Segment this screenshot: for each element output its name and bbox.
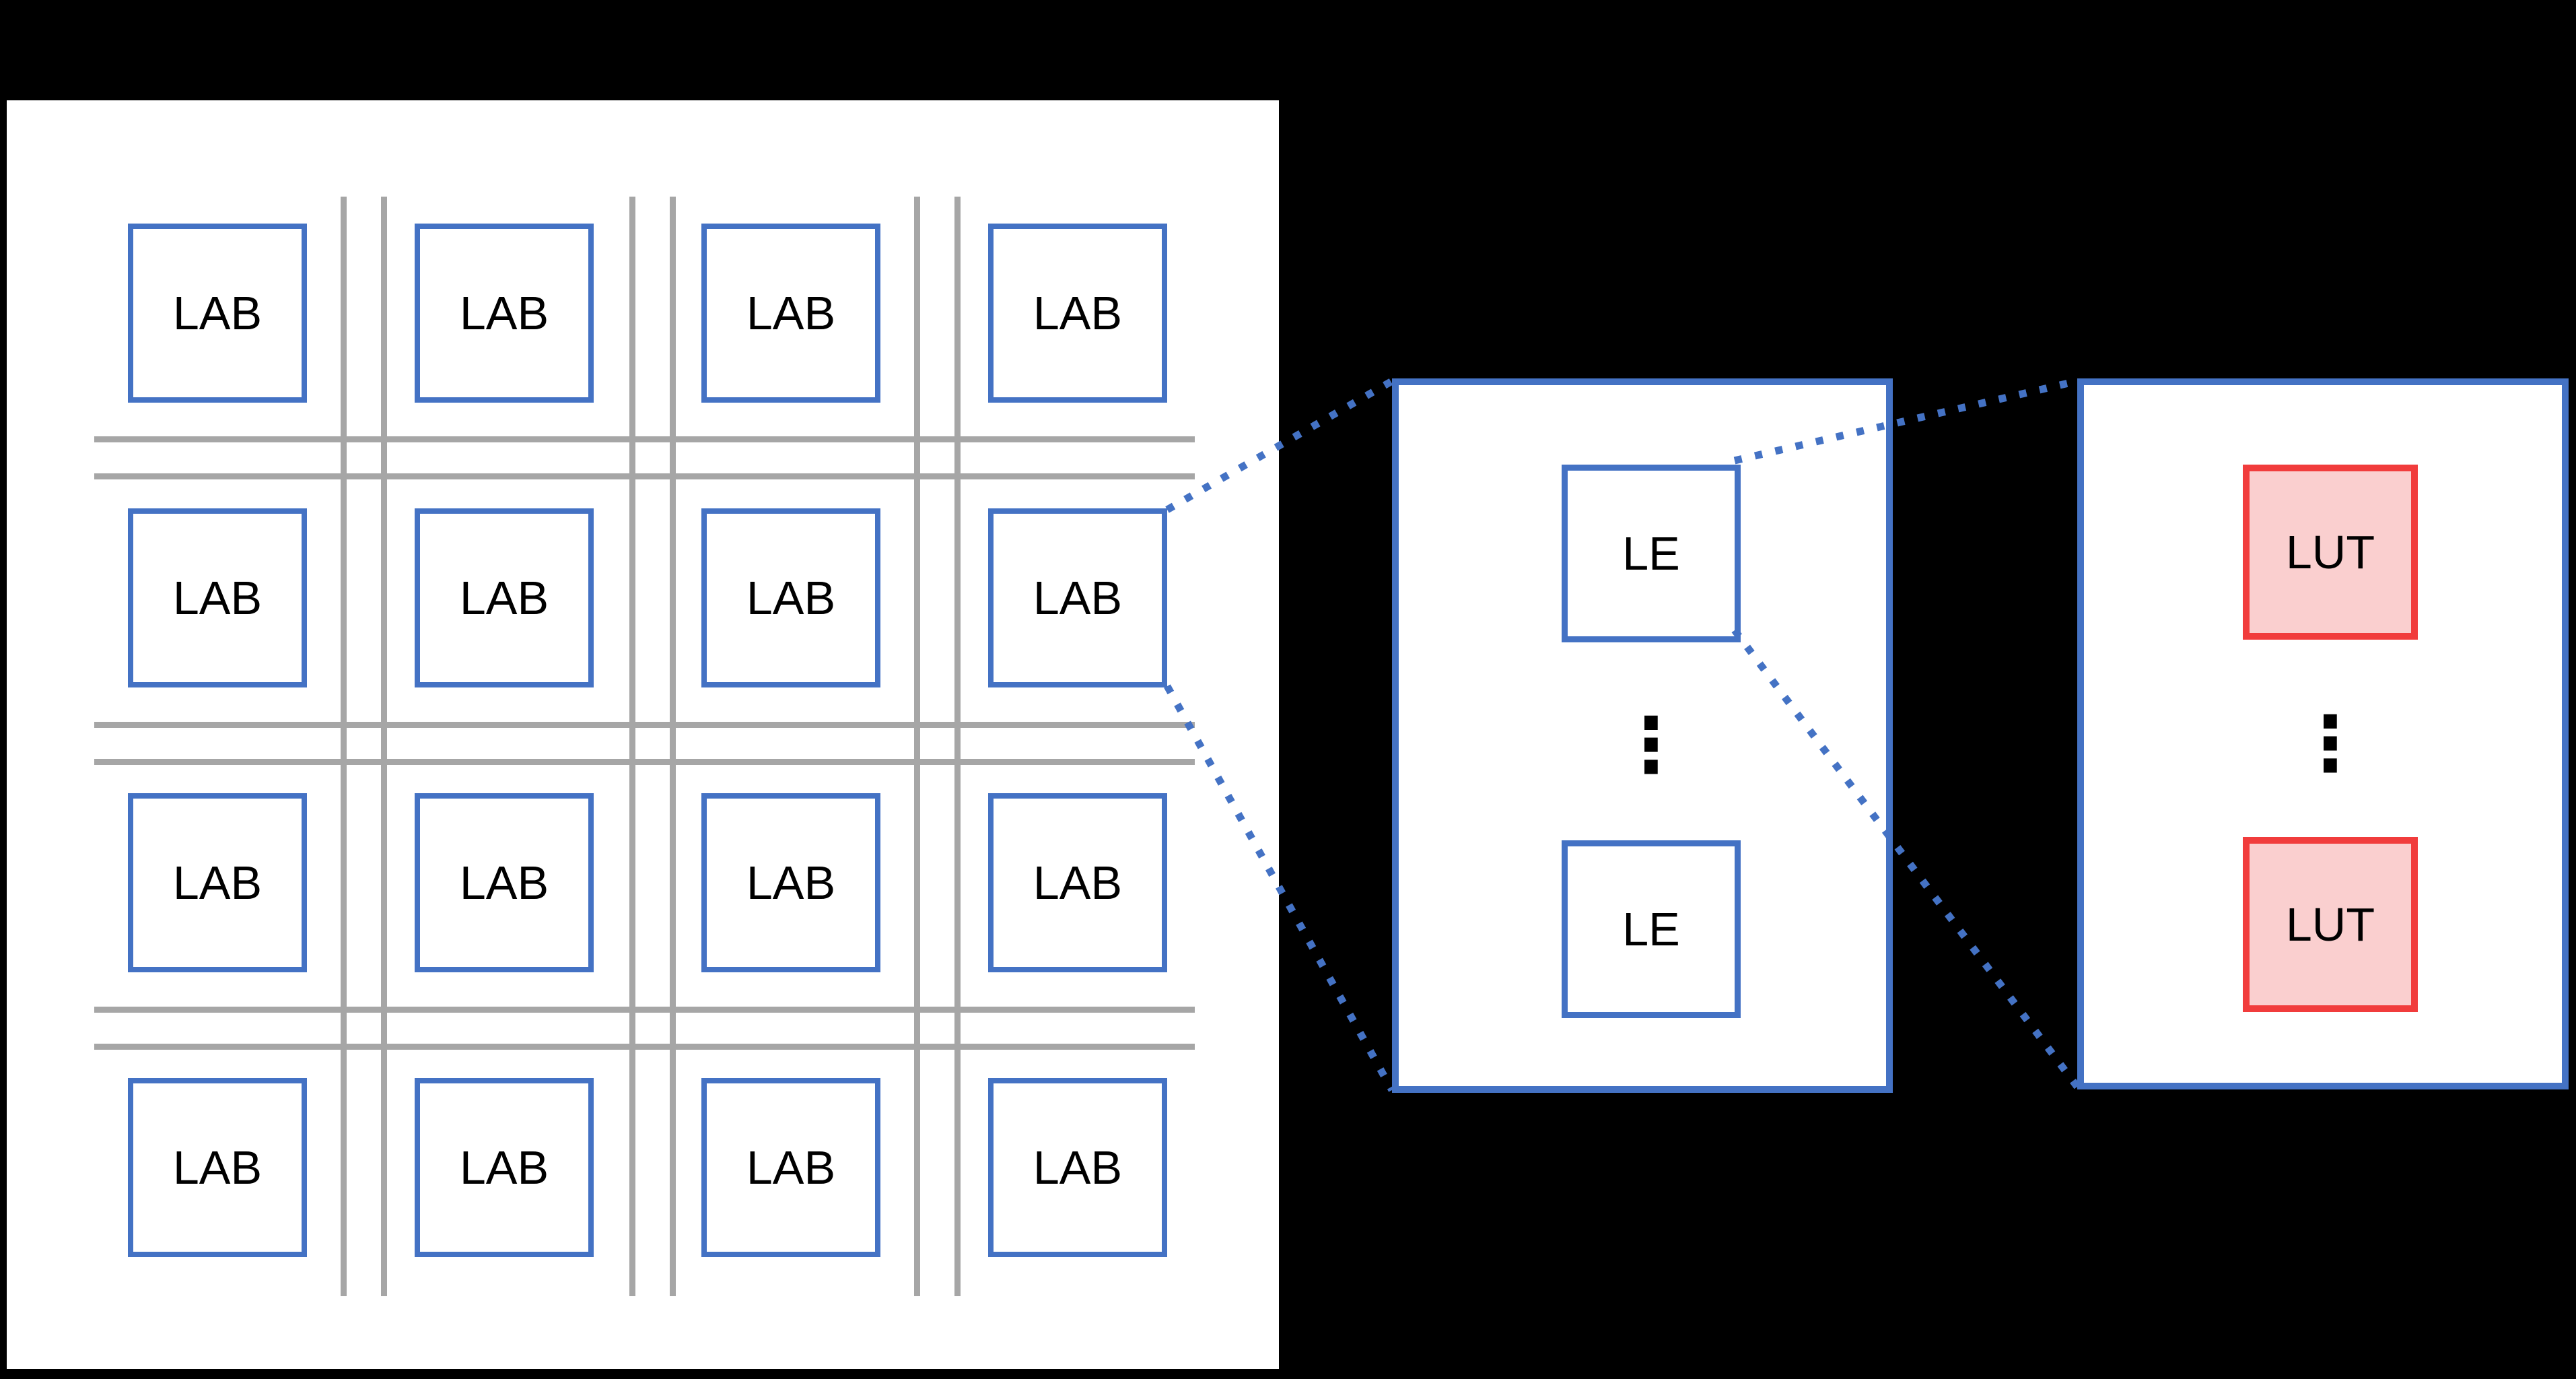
- lut-label: LUT: [2285, 526, 2375, 578]
- routing-channel-horizontal-line: [94, 759, 1195, 765]
- vertical-ellipsis-icon: ⋮: [1562, 695, 1741, 796]
- lab-block: LAB: [128, 793, 307, 972]
- lab-label: LAB: [746, 572, 836, 624]
- lab-block: LAB: [988, 224, 1167, 403]
- lab-zoom-panel: LE ⋮ LE: [1392, 378, 1893, 1093]
- lab-block: LAB: [415, 508, 594, 687]
- lab-block: LAB: [128, 1078, 307, 1257]
- lab-label: LAB: [746, 856, 836, 909]
- lab-block-zoom-source: LAB: [988, 508, 1167, 687]
- fpga-grid-panel: LAB LAB LAB LAB LAB LAB LAB LAB LAB LAB …: [7, 100, 1279, 1369]
- routing-channel-horizontal-line: [94, 436, 1195, 442]
- routing-channel-vertical-line: [954, 197, 961, 1296]
- lab-block: LAB: [988, 793, 1167, 972]
- le-zoom-panel: LUT ⋮ LUT: [2077, 378, 2569, 1089]
- routing-channel-horizontal-line: [94, 1007, 1195, 1013]
- ellipsis-glyph: ⋮: [2293, 700, 2368, 788]
- vertical-ellipsis-icon: ⋮: [2243, 694, 2418, 795]
- le-label: LE: [1622, 903, 1680, 955]
- routing-channel-horizontal-line: [94, 473, 1195, 479]
- lab-label: LAB: [459, 572, 549, 624]
- lab-block: LAB: [415, 224, 594, 403]
- lab-block: LAB: [128, 508, 307, 687]
- routing-channel-horizontal-line: [94, 1044, 1195, 1050]
- lab-label: LAB: [459, 1141, 549, 1194]
- lab-block: LAB: [415, 1078, 594, 1257]
- lab-label: LAB: [459, 856, 549, 909]
- ellipsis-glyph: ⋮: [1613, 702, 1689, 789]
- lab-block: LAB: [415, 793, 594, 972]
- routing-channel-vertical-line: [341, 197, 347, 1296]
- lab-label: LAB: [1033, 572, 1123, 624]
- lab-label: LAB: [746, 287, 836, 339]
- lut-label: LUT: [2285, 898, 2375, 951]
- lab-label: LAB: [172, 1141, 263, 1194]
- lab-block: LAB: [701, 224, 880, 403]
- lab-block: LAB: [128, 224, 307, 403]
- lab-block: LAB: [988, 1078, 1167, 1257]
- lab-block: LAB: [701, 1078, 880, 1257]
- lab-label: LAB: [172, 572, 263, 624]
- le-block-bottom: LE: [1562, 840, 1741, 1018]
- routing-channel-vertical-line: [629, 197, 635, 1296]
- lab-label: LAB: [746, 1141, 836, 1194]
- routing-channel-vertical-line: [670, 197, 676, 1296]
- lab-label: LAB: [172, 287, 263, 339]
- le-block-top: LE: [1562, 465, 1741, 642]
- lab-label: LAB: [172, 856, 263, 909]
- le-label: LE: [1622, 527, 1680, 580]
- lut-block-bottom: LUT: [2243, 837, 2418, 1012]
- routing-channel-horizontal-line: [94, 722, 1195, 728]
- lab-label: LAB: [1033, 1141, 1123, 1194]
- lab-block: LAB: [701, 508, 880, 687]
- lab-block: LAB: [701, 793, 880, 972]
- lab-label: LAB: [1033, 856, 1123, 909]
- routing-channel-vertical-line: [914, 197, 920, 1296]
- lut-block-top: LUT: [2243, 465, 2418, 640]
- lab-label: LAB: [459, 287, 549, 339]
- routing-channel-vertical-line: [381, 197, 387, 1296]
- lab-label: LAB: [1033, 287, 1123, 339]
